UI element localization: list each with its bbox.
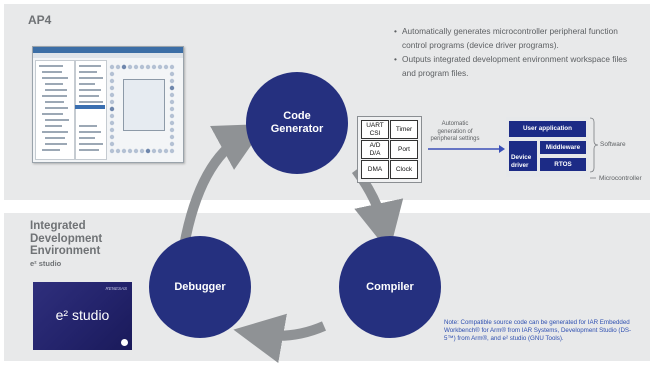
ide-title: Integrated Development Environment [30,220,103,257]
compatibility-note: Note: Compatible source code can be gene… [444,319,632,342]
renesas-logo: RENESAS [105,286,127,291]
code-generator-circle [246,72,348,174]
badge-icon [121,339,128,346]
device-driver-block: Device driver [509,141,537,171]
bullet-item: •Automatically generates microcontroller… [394,26,618,50]
arrow-to-debugger [233,313,327,363]
user-application-block: User application [509,121,586,137]
ap4-screenshot [32,46,184,163]
compiler-circle [339,236,441,338]
code-generator-label: Code Generator [270,110,324,135]
microcontroller-label: Microcontroller [599,175,642,182]
peripheral-dma: DMA [361,160,389,179]
arrow-to-code-generator [179,124,266,247]
bullet-item: •Outputs integrated development environm… [394,54,628,79]
peripheral-ad-da: A/D D/A [361,140,389,159]
bullet-text: Outputs integrated development environme… [402,54,628,79]
ap4-title: AP4 [28,13,52,27]
bullet-text: Automatically generates microcontroller … [402,26,618,50]
debugger-circle [149,236,251,338]
e2-studio-splash: RENESAS e² studio [33,282,132,350]
middleware-block: Middleware [540,141,586,154]
software-stack: User application Device driver Middlewar… [506,117,589,177]
generation-arrow-head [499,145,505,153]
debugger-label: Debugger [174,281,226,293]
software-bracket [589,117,599,173]
auto-generation-label: Automatic generation of peripheral setti… [430,121,480,142]
microcontroller-block: UART CSI Timer A/D D/A Port DMA Clock [357,116,422,183]
rtos-block: RTOS [540,158,586,171]
ide-subtitle: e² studio [30,259,62,268]
e2-studio-product-text: e² studio [55,307,110,323]
compiler-label: Compiler [366,281,414,293]
software-label: Software [600,141,626,148]
peripheral-port: Port [390,140,418,159]
feature-bullets: •Automatically generates microcontroller… [394,25,634,81]
peripheral-uart-csi: UART CSI [361,120,389,139]
peripheral-timer: Timer [390,120,418,139]
peripheral-clock: Clock [390,160,418,179]
